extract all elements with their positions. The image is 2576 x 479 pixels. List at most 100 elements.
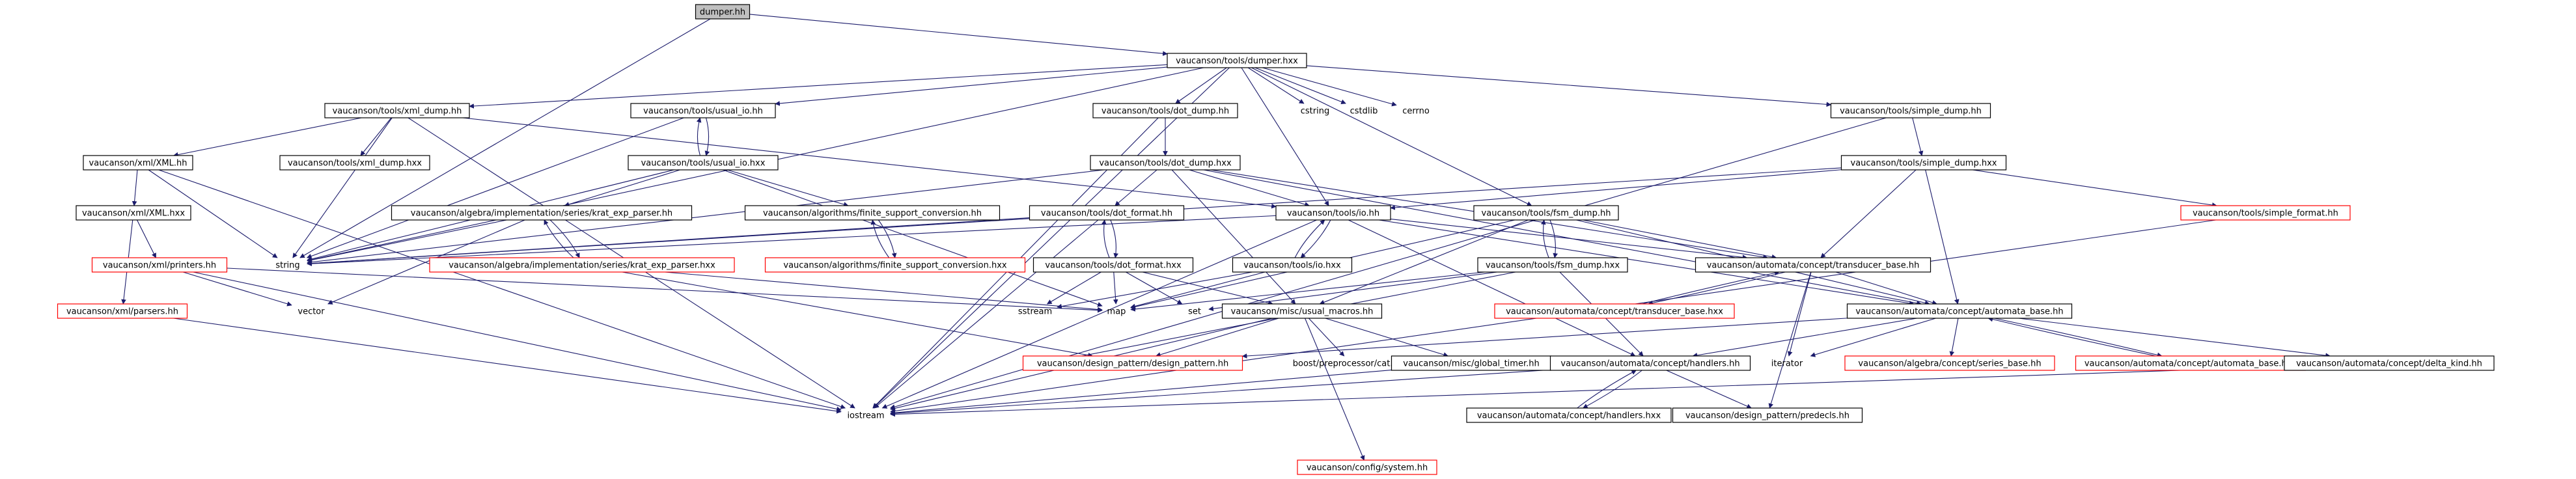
node-handlers-hxx[interactable]: vaucanson/automata/concept/handlers.hxx bbox=[1466, 407, 1672, 423]
node-box bbox=[1672, 407, 1863, 423]
node-label: vaucanson/tools/dot_dump.hxx bbox=[1099, 159, 1232, 169]
edge-finite_support_conversion_hh-to-finite_support_conversion_hxx bbox=[878, 219, 897, 258]
node-finite-support-conversion-hh[interactable]: vaucanson/algorithms/finite_support_conv… bbox=[744, 205, 1001, 221]
edge-xml_XML_hh-to-xml_XML_hxx bbox=[132, 169, 138, 206]
edge-handlers_hh-to-predecls_hh bbox=[1666, 370, 1752, 409]
edge-krat_exp_parser_hxx-to-design_pattern_hh bbox=[622, 271, 1094, 358]
node-predecls-hh[interactable]: vaucanson/design_pattern/predecls.hh bbox=[1672, 407, 1863, 423]
node-cstdlib: cstdlib bbox=[1350, 107, 1378, 116]
node-tools-dot-format-hxx[interactable]: vaucanson/tools/dot_format.hxx bbox=[1032, 257, 1194, 273]
node-tools-xml-dump-hh[interactable]: vaucanson/tools/xml_dump.hh bbox=[324, 103, 470, 118]
edge-tools_dumper_hxx-to-tools_fsm_dump_hh bbox=[1251, 67, 1532, 206]
node-dumper-hh[interactable]: dumper.hh bbox=[695, 4, 751, 20]
node-label: vaucanson/automata/concept/delta_kind.hh bbox=[2296, 359, 2482, 369]
node-box bbox=[1477, 257, 1628, 273]
node-transducer-base-hxx[interactable]: vaucanson/automata/concept/transducer_ba… bbox=[1494, 303, 1735, 319]
node-tools-usual-io-hh[interactable]: vaucanson/tools/usual_io.hh bbox=[630, 103, 776, 118]
edge-xml_XML_hh-to-iostream bbox=[158, 169, 846, 409]
node-xml-XML-hxx[interactable]: vaucanson/xml/XML.hxx bbox=[76, 205, 191, 221]
edge-tools_dot_dump_hxx-to-usual_macros_hh bbox=[1171, 169, 1296, 305]
node-tools-dot-dump-hh[interactable]: vaucanson/tools/dot_dump.hh bbox=[1092, 103, 1238, 118]
node-label: vaucanson/xml/XML.hxx bbox=[82, 209, 185, 219]
node-xml-XML-hh[interactable]: vaucanson/xml/XML.hh bbox=[83, 155, 193, 171]
node-xml-printers-hh[interactable]: vaucanson/xml/printers.hh bbox=[91, 257, 228, 273]
node-box bbox=[1275, 205, 1391, 221]
node-label: vaucanson/tools/simple_dump.hxx bbox=[1851, 159, 1997, 169]
node-box bbox=[83, 155, 193, 171]
node-krat-exp-parser-hh[interactable]: vaucanson/algebra/implementation/series/… bbox=[391, 205, 693, 221]
node-box bbox=[1846, 303, 2073, 319]
edge-tools_usual_io_hxx-to-krat_exp_parser_hh bbox=[564, 169, 680, 207]
edge-tools_simple_dump_hxx-to-automata_base_hh bbox=[1925, 169, 1960, 305]
edge-tools_fsm_dump_hh-to-transducer_base_hh bbox=[1583, 219, 1777, 260]
edge-tools_io_hh-to-handlers_hh bbox=[1348, 219, 1636, 357]
node-delta-kind-hh[interactable]: vaucanson/automata/concept/delta_kind.hh bbox=[2284, 355, 2495, 371]
edge-xml_XML_hxx-to-xml_printers_hh bbox=[137, 219, 156, 258]
node-krat-exp-parser-hxx[interactable]: vaucanson/algebra/implementation/series/… bbox=[429, 257, 735, 273]
node-label: vaucanson/algorithms/finite_support_conv… bbox=[763, 209, 982, 219]
node-box bbox=[1695, 257, 1932, 273]
edge-global_timer_hh-to-iostream bbox=[890, 369, 1392, 415]
edge-tools_dot_format_hxx-to-sstream bbox=[1046, 271, 1101, 305]
node-box bbox=[1029, 205, 1185, 221]
edge-transducer_base_hh-to-iterator bbox=[1787, 271, 1812, 357]
edge-dumper_hh-to-tools_dumper_hxx bbox=[749, 14, 1168, 57]
edge-usual_macros_hh-to-boost_cat_hpp bbox=[1308, 318, 1345, 357]
node-global-timer-hh[interactable]: vaucanson/misc/global_timer.hh bbox=[1391, 355, 1552, 371]
edge-automata_base_hh-to-series_base_hh bbox=[1949, 318, 1959, 357]
node-string: string bbox=[275, 261, 299, 271]
node-tools-usual-io-hxx[interactable]: vaucanson/tools/usual_io.hxx bbox=[628, 155, 779, 171]
node-box bbox=[429, 257, 735, 273]
node-finite-support-conversion-hxx[interactable]: vaucanson/algorithms/finite_support_conv… bbox=[764, 257, 1026, 273]
node-tools-simple-dump-hh[interactable]: vaucanson/tools/simple_dump.hh bbox=[1830, 103, 1991, 118]
edge-krat_exp_parser_hxx-to-map bbox=[665, 271, 1103, 312]
node-automata-base-hh[interactable]: vaucanson/automata/concept/automata_base… bbox=[1846, 303, 2073, 319]
node-label: vaucanson/tools/dumper.hxx bbox=[1176, 57, 1298, 66]
dependency-nodes: dumper.hh vaucanson/tools/dumper.hxx vauca… bbox=[57, 4, 2495, 475]
node-usual-macros-hh[interactable]: vaucanson/misc/usual_macros.hh bbox=[1221, 303, 1383, 319]
edge-tools_dot_format_hxx-to-set bbox=[1126, 271, 1183, 305]
node-tools-simple-dump-hxx[interactable]: vaucanson/tools/simple_dump.hxx bbox=[1840, 155, 2007, 171]
node-series-base-hh[interactable]: vaucanson/algebra/concept/series_base.hh bbox=[1844, 355, 2055, 371]
edge-krat_exp_parser_hh-to-krat_exp_parser_hxx bbox=[549, 219, 580, 258]
node-tools-fsm-dump-hh[interactable]: vaucanson/tools/fsm_dump.hh bbox=[1473, 205, 1619, 221]
node-label: vaucanson/misc/usual_macros.hh bbox=[1231, 307, 1374, 317]
edge-tools_dumper_hxx-to-tools_usual_io_hh bbox=[775, 66, 1168, 106]
node-tools-dot-format-hh[interactable]: vaucanson/tools/dot_format.hh bbox=[1029, 205, 1185, 221]
node-tools-dot-dump-hxx[interactable]: vaucanson/tools/dot_dump.hxx bbox=[1090, 155, 1241, 171]
node-tools-xml-dump-hxx[interactable]: vaucanson/tools/xml_dump.hxx bbox=[279, 155, 430, 171]
node-label: vaucanson/design_pattern/design_pattern.… bbox=[1037, 359, 1228, 369]
node-tools-io-hxx[interactable]: vaucanson/tools/io.hxx bbox=[1232, 257, 1353, 273]
edge-tools_dumper_hxx-to-cstdlib bbox=[1254, 67, 1346, 105]
edge-automata_base_hh-to-automata_base_hxx bbox=[1994, 318, 2163, 358]
node-label: sstream bbox=[1018, 307, 1052, 317]
node-automata-base-hxx[interactable]: vaucanson/automata/concept/automata_base… bbox=[2075, 355, 2306, 371]
edge-tools_xml_dump_hh-to-string bbox=[292, 117, 393, 258]
node-label: vaucanson/algorithms/finite_support_conv… bbox=[783, 261, 1007, 271]
node-label: vaucanson/xml/printers.hh bbox=[103, 261, 216, 271]
edge-tools_dot_format_hxx-to-map bbox=[1113, 271, 1118, 305]
node-label: dumper.hh bbox=[700, 8, 745, 18]
edge-tools_xml_dump_hh-to-xml_XML_hh bbox=[173, 117, 362, 157]
node-label: vaucanson/tools/usual_io.hxx bbox=[641, 159, 766, 169]
node-box bbox=[1092, 103, 1238, 118]
node-transducer-base-hh[interactable]: vaucanson/automata/concept/transducer_ba… bbox=[1695, 257, 1932, 273]
edge-tools_io_hxx-to-map bbox=[1130, 271, 1266, 309]
node-config-system-hh[interactable]: vaucanson/config/system.hh bbox=[1297, 459, 1437, 475]
edge-tools_dot_format_hxx-to-usual_macros_hh bbox=[1142, 271, 1273, 306]
node-tools-fsm-dump-hxx[interactable]: vaucanson/tools/fsm_dump.hxx bbox=[1477, 257, 1628, 273]
edge-automata_base_hh-to-handlers_hh bbox=[1692, 318, 1917, 358]
node-tools-simple-format-hh[interactable]: vaucanson/tools/simple_format.hh bbox=[2180, 205, 2351, 221]
node-design-pattern-hh[interactable]: vaucanson/design_pattern/design_pattern.… bbox=[1022, 355, 1243, 371]
node-handlers-hh[interactable]: vaucanson/automata/concept/handlers.hh bbox=[1549, 355, 1751, 371]
node-set: set bbox=[1188, 307, 1201, 317]
node-label: vaucanson/algebra/implementation/series/… bbox=[411, 209, 672, 219]
edge-usual_macros_hh-to-global_timer_hh bbox=[1325, 318, 1448, 357]
node-xml-parsers-hh[interactable]: vaucanson/xml/parsers.hh bbox=[57, 303, 188, 319]
node-label: vaucanson/automata/concept/handlers.hh bbox=[1560, 359, 1739, 369]
edge-tools_dot_dump_hxx-to-automata_base_hh bbox=[1203, 169, 1922, 306]
node-tools-dumper-hxx[interactable]: vaucanson/tools/dumper.hxx bbox=[1167, 53, 1307, 68]
node-box bbox=[1022, 355, 1243, 371]
edge-tools_io_hh-to-transducer_base_hh bbox=[1390, 219, 1748, 260]
node-tools-io-hh[interactable]: vaucanson/tools/io.hh bbox=[1275, 205, 1391, 221]
